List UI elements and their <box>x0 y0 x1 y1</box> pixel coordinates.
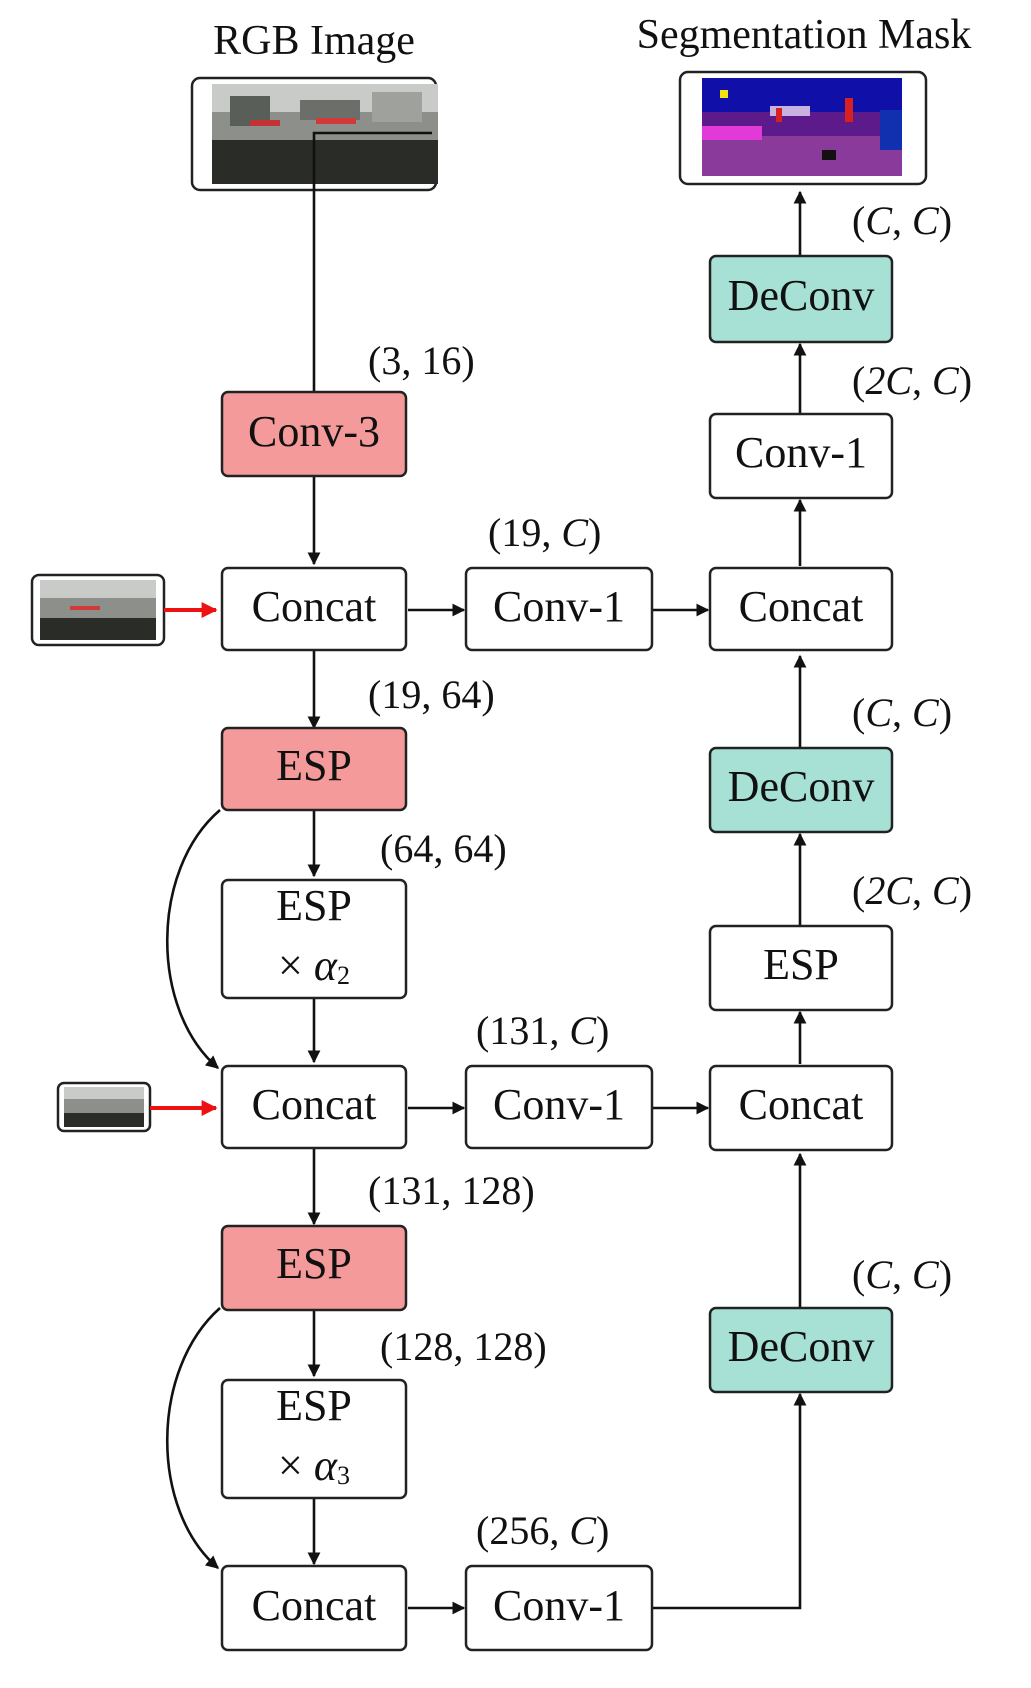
concat3-block: Concat <box>220 1564 408 1652</box>
dim-concat1-esp: (19, 64) <box>368 672 495 717</box>
edges <box>150 131 807 1615</box>
concat2-label: Concat <box>252 1080 377 1129</box>
deconv3-block: DeConv <box>708 1306 894 1394</box>
esp-alpha3-line2: × α3 <box>278 1441 350 1490</box>
dim-concat2-esp: (131, 128) <box>368 1168 535 1213</box>
conv1-b-block: Conv-1 <box>464 1064 654 1150</box>
rgb-image-thumbnail <box>190 76 438 192</box>
dim-deconv-bottom: (C, C) <box>852 1252 952 1297</box>
edge-skip-esp2-to-concat3 <box>165 1307 221 1569</box>
deconv1-label: DeConv <box>728 271 875 320</box>
conv1-c-block: Conv-1 <box>464 1564 654 1652</box>
dim-esp-alpha2: (64, 64) <box>380 826 507 871</box>
esp2-label: ESP <box>276 1239 352 1288</box>
conv1-b-label: Conv-1 <box>493 1080 625 1129</box>
esp-alpha3-block: ESP × α3 <box>220 1378 408 1500</box>
dec-concat1-block: Concat <box>708 566 894 652</box>
dec-concat1-label: Concat <box>739 582 864 631</box>
segmentation-mask-title: Segmentation Mask <box>637 12 972 58</box>
dim-dec-conv1: (2C, C) <box>852 358 972 403</box>
deconv1-block: DeConv <box>708 254 894 344</box>
esp1-block: ESP <box>220 726 408 812</box>
conv1-a-block: Conv-1 <box>464 566 654 652</box>
dec-conv1-label: Conv-1 <box>735 428 867 477</box>
esp-alpha2-line2: × α2 <box>278 941 350 990</box>
dim-conv1-a: (19, C) <box>488 510 601 555</box>
dim-dec-esp: (2C, C) <box>852 868 972 913</box>
dec-concat2-block: Concat <box>708 1064 894 1152</box>
conv3-block: Conv-3 <box>220 390 408 478</box>
scaled-input-image-2 <box>56 1081 152 1133</box>
concat1-block: Concat <box>220 566 408 652</box>
dim-conv1-c: (256, C) <box>476 1508 609 1553</box>
dec-esp-block: ESP <box>708 924 894 1012</box>
scaled-input-image-1 <box>30 573 166 647</box>
dec-conv1-block: Conv-1 <box>708 412 894 500</box>
dim-conv3: (3, 16) <box>368 338 475 383</box>
deconv2-block: DeConv <box>708 746 894 834</box>
conv1-c-label: Conv-1 <box>493 1581 625 1630</box>
edge-skip-esp1-to-concat2 <box>165 809 221 1069</box>
dim-esp-alpha3: (128, 128) <box>380 1324 547 1369</box>
segmentation-mask-thumbnail <box>678 70 928 186</box>
concat1-label: Concat <box>252 582 377 631</box>
esp-alpha2-line1: ESP <box>276 881 352 930</box>
dim-conv1-b: (131, C) <box>476 1008 609 1053</box>
conv3-label: Conv-3 <box>248 407 380 456</box>
concat3-label: Concat <box>252 1581 377 1630</box>
dec-esp-label: ESP <box>763 940 839 989</box>
conv1-a-label: Conv-1 <box>493 582 625 631</box>
esp2-block: ESP <box>220 1224 408 1312</box>
edge-conv1c-to-deconv3 <box>652 1392 807 1610</box>
dec-concat2-label: Concat <box>739 1080 864 1129</box>
esp1-label: ESP <box>276 741 352 790</box>
deconv3-label: DeConv <box>728 1322 875 1371</box>
edge-image-to-conv3 <box>312 131 432 392</box>
esp-alpha2-block: ESP × α2 <box>220 878 408 1000</box>
deconv2-label: DeConv <box>728 762 875 811</box>
rgb-image-title: RGB Image <box>213 18 415 64</box>
dim-deconv-mid: (C, C) <box>852 690 952 735</box>
esp-alpha3-line1: ESP <box>276 1381 352 1430</box>
concat2-block: Concat <box>220 1064 408 1150</box>
dim-deconv-top: (C, C) <box>852 198 952 243</box>
